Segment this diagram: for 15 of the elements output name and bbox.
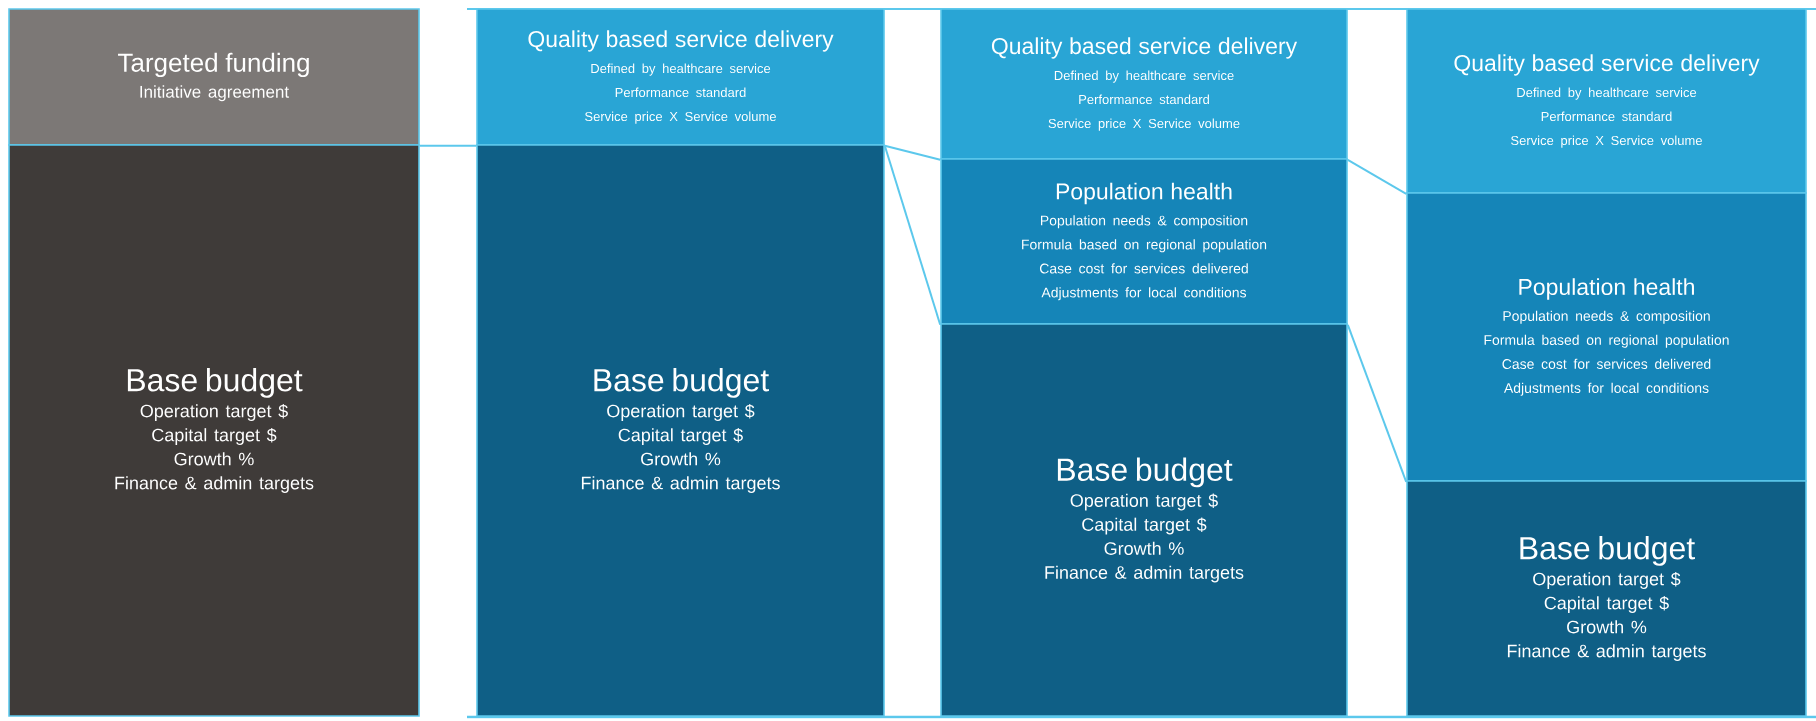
budget-box: Base budget Operation target $ Capital target $ Growth % Finance & admin targets [940, 323, 1348, 717]
population-box: Population health Population needs & composition Formula based on regional population Case cost for services delivered Adjustments for local conditions [940, 158, 1348, 325]
funding-box: Targeted funding Initiative agreement [8, 8, 420, 146]
budget-box: Base budget Operation target $ Capital target $ Growth % Finance & admin targets [476, 144, 885, 717]
service-box: Quality based service delivery Defined by healthcare service Performance standard Service price X Service volume [1406, 8, 1807, 194]
connector-line [883, 144, 942, 161]
connector-line [1346, 323, 1408, 483]
connector-line [1346, 158, 1408, 195]
connector-line [883, 144, 942, 326]
budget-box: Base budget Operation target $ Capital target $ Growth % Finance & admin targets [8, 144, 420, 717]
budget-box: Base budget Operation target $ Capital target $ Growth % Finance & admin targets [1406, 480, 1807, 717]
service-box: Quality based service delivery Defined by healthcare service Performance standard Service price X Service volume [476, 8, 885, 146]
connector-line [418, 144, 478, 147]
service-box: Quality based service delivery Defined by healthcare service Performance standard Service price X Service volume [940, 8, 1348, 160]
population-box: Population health Population needs & composition Formula based on regional population Case cost for services delivered Adjustments for local conditions [1406, 192, 1807, 482]
